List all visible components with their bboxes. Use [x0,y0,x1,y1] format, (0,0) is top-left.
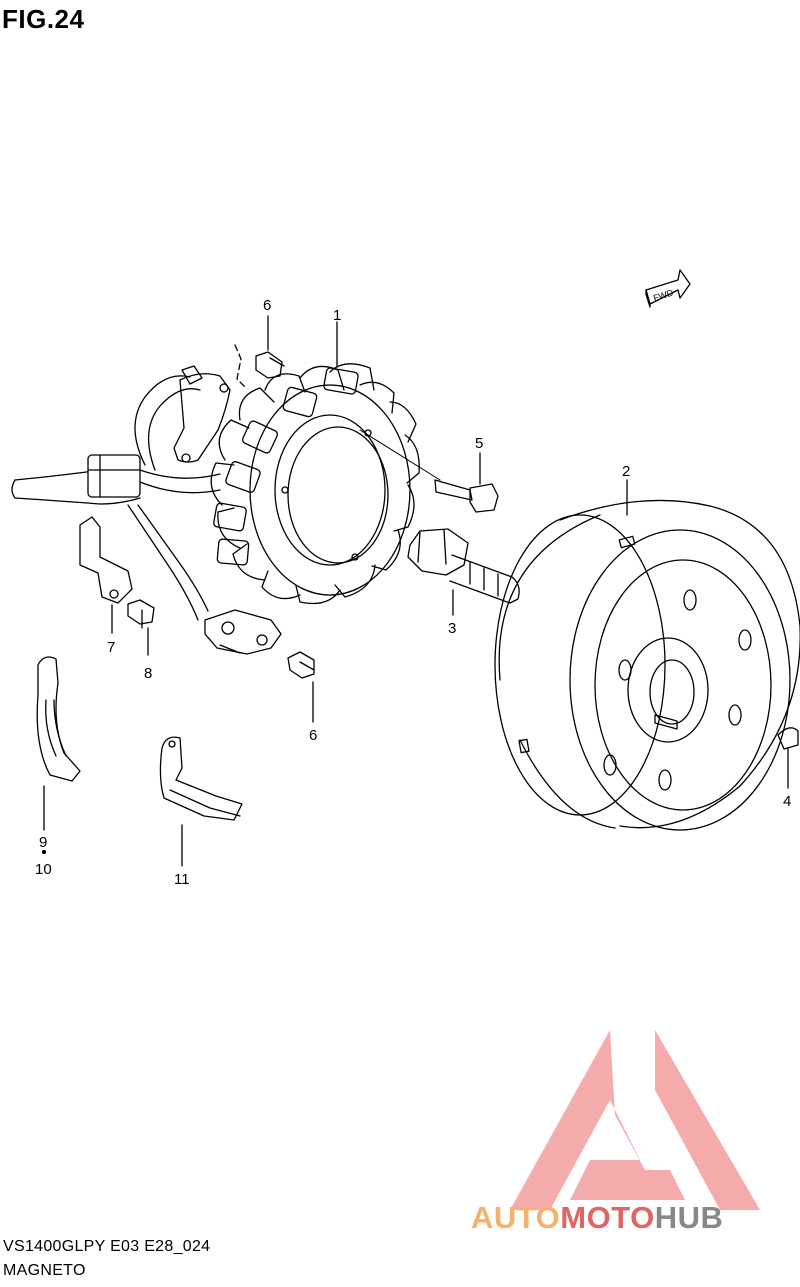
flywheel-rotor [494,499,800,831]
stator-bolt-top [255,351,285,379]
watermark-moto: MOTO [560,1200,655,1235]
wire-clamp-bracket [79,516,133,604]
figure-title: FIG.24 [2,4,85,34]
watermark-auto: AUTO [471,1200,561,1235]
watermark-hub: HUB [654,1200,724,1235]
callout-3: 3 [448,620,456,637]
callout-10: 10 [35,861,52,878]
long-bolt-5 [359,429,499,513]
section-name: MAGNETO [3,1262,86,1279]
wire-clamp-9 [36,656,81,782]
callout-5: 5 [475,435,483,452]
stator-bolt-bottom [287,651,315,679]
callout-2: 2 [622,463,630,480]
clamp-bolt [127,599,155,629]
watermark-logo [510,1030,760,1210]
callout-1: 1 [333,307,341,324]
woodruff-key [777,727,799,750]
stator-wire-harness [11,365,221,621]
stator-coil [210,363,420,605]
forward-arrow-icon [645,269,691,308]
callout-9: 9 [39,834,47,851]
callout-7: 7 [107,639,115,656]
wire-grommet-clamp [204,609,282,655]
callout-6-top: 6 [263,297,271,314]
rotor-bolt [407,528,520,604]
callout-8: 8 [144,665,152,682]
callout-dot-9-10 [41,849,47,855]
callout-4: 4 [783,793,791,810]
stator-bracket-plate [173,344,246,463]
callout-11: 11 [174,871,190,888]
callout-6-bottom: 6 [309,727,317,744]
mounting-bracket-11 [159,736,243,821]
watermark-text: AUTOMOTOHUB [471,1200,723,1236]
model-code: VS1400GLPY E03 E28_024 [3,1238,211,1255]
